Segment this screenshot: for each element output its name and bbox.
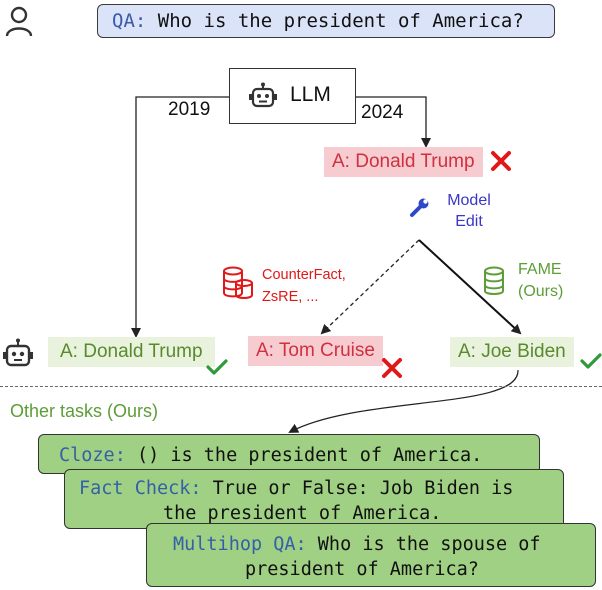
task-fact-check-prefix: Fact Check: (79, 478, 202, 499)
robot-icon (249, 82, 277, 108)
task-multihop: Multihop QA: Who is the spouse of presid… (146, 523, 596, 587)
task-fact-check-line1: True or False: Job Biden is (201, 478, 514, 499)
model-edit-line2: Edit (455, 213, 483, 230)
cross-icon (491, 151, 511, 171)
year-2019: 2019 (168, 99, 211, 120)
model-edit-line1: Model (447, 192, 491, 209)
question-box: QA: Who is the president of America? (97, 4, 555, 38)
other-tasks-label: Other tasks (Ours) (10, 401, 159, 421)
counterfact-line1: CounterFact, (262, 267, 346, 283)
arrow-2024 (356, 96, 431, 148)
question-prefix: QA: (112, 10, 147, 32)
section-divider (0, 386, 602, 387)
answer-bottom-left: A: Donald Trump (48, 337, 215, 367)
fame-label: FAME (Ours) (518, 259, 563, 303)
check-icon (580, 353, 602, 369)
cross-icon (382, 358, 402, 378)
counterfact-label: CounterFact, ZsRE, ... (262, 264, 346, 308)
database-icon (223, 266, 253, 299)
task-multihop-line1: Who is the spouse of (306, 534, 541, 555)
question-text: Who is the president of America? (146, 10, 524, 32)
model-edit-label: Model Edit (434, 190, 504, 232)
fame-line2: (Ours) (518, 283, 564, 300)
answer-tom-cruise: A: Tom Cruise (248, 336, 383, 366)
fame-line1: FAME (518, 261, 562, 278)
counterfact-line2: ZsRE, ... (262, 289, 319, 305)
llm-label: LLM (290, 83, 331, 106)
year-2024: 2024 (361, 102, 404, 123)
check-icon (206, 359, 228, 375)
database-icon (484, 266, 504, 295)
task-multihop-prefix: Multihop QA: (173, 534, 307, 555)
arrow-to-tasks (288, 369, 519, 433)
answer-top-wrong: A: Donald Trump (324, 147, 483, 177)
task-fact-check: Fact Check: True or False: Job Biden is … (64, 469, 564, 529)
arrow-fame (418, 239, 522, 335)
arrow-counterfact (320, 239, 420, 335)
answer-joe-biden: A: Joe Biden (450, 337, 574, 367)
user-icon (5, 6, 33, 37)
wrench-icon (410, 198, 429, 217)
task-cloze-text: () is the president of America. (125, 445, 483, 466)
arrow-2019 (131, 96, 229, 338)
task-fact-check-line2: the president of America. (163, 503, 442, 524)
task-cloze: Cloze: () is the president of America. (38, 434, 540, 474)
task-multihop-line2: president of America? (245, 559, 479, 580)
robot-icon (3, 338, 33, 367)
task-cloze-prefix: Cloze: (59, 445, 126, 466)
